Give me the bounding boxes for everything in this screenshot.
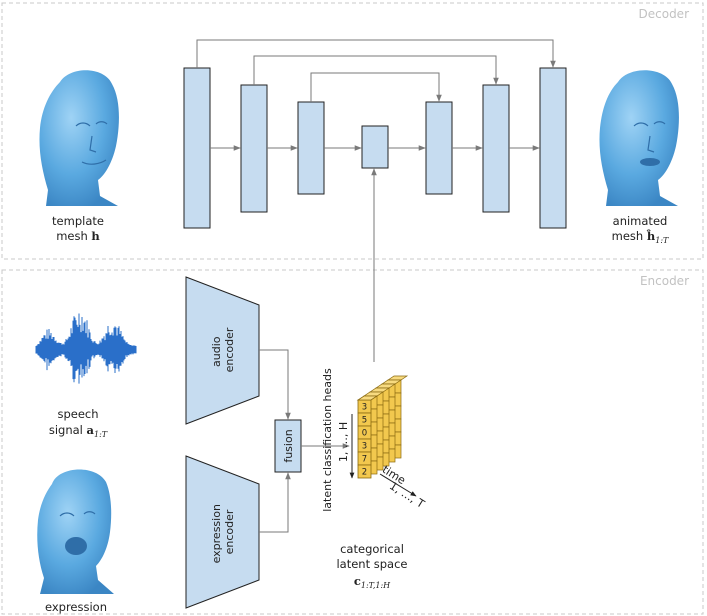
latent-caption-line2: latent space (336, 557, 407, 571)
time-axis-arrow (379, 473, 417, 497)
animated-caption-line2: mesh ĥ1:T (612, 229, 669, 245)
decoder-block-6 (482, 84, 510, 213)
latent-heads-label: latent classification heads (321, 368, 334, 512)
expression-head (37, 469, 114, 594)
latent-caption-line3: c1:T,1:H (354, 574, 391, 590)
cube-digit: 2 (362, 468, 367, 478)
cube-digit: 3 (362, 403, 367, 413)
decoder-block-5 (425, 101, 453, 195)
skip-connections (196, 39, 556, 102)
cube-digit: 5 (362, 416, 367, 426)
cube-digit: 7 (362, 455, 367, 465)
animated-mesh-head (599, 70, 679, 206)
encoder-label: Encoder (640, 274, 689, 288)
template-mesh-head (39, 70, 119, 206)
expression-encoder-block (185, 455, 260, 609)
decoder-block-7 (539, 67, 567, 229)
latent-time-range: 1, …, T (387, 479, 427, 511)
speech-caption-line1: speech (57, 407, 98, 421)
decoder-block-3 (297, 101, 325, 195)
speech-caption-line2: signal a1:T (49, 423, 108, 439)
decoder-block-2 (240, 84, 268, 213)
template-caption-line1: template (52, 214, 104, 228)
decoder-label: Decoder (639, 7, 690, 21)
decoder-bottleneck-block (361, 125, 389, 169)
decoder-block-1 (183, 67, 211, 229)
template-caption-line2: mesh h (56, 229, 100, 243)
fusion-label: fusion (282, 429, 295, 462)
decoder-section (1, 2, 704, 260)
cube-digit: 0 (362, 429, 367, 439)
audio-encoder-label: audio encoder (210, 327, 236, 372)
speech-waveform (35, 313, 137, 384)
expression-encoder-label: expression encoder (210, 501, 236, 564)
cube-top-face (386, 375, 409, 381)
animated-caption-line1: animated (613, 214, 668, 228)
encoder-wires (259, 168, 377, 533)
expression-caption: expression (45, 600, 107, 614)
latent-caption-line1: categorical (340, 542, 404, 556)
latent-cube: 3 5 0 3 7 2 (356, 375, 409, 479)
cube-front-top-face (356, 395, 379, 401)
cube-digit: 3 (362, 442, 367, 452)
audio-encoder-block (185, 276, 260, 425)
latent-heads-range: 1, …, H (337, 422, 350, 462)
encoder-section (1, 269, 704, 615)
cube-front-cell (357, 464, 372, 479)
fusion-block (274, 419, 302, 473)
